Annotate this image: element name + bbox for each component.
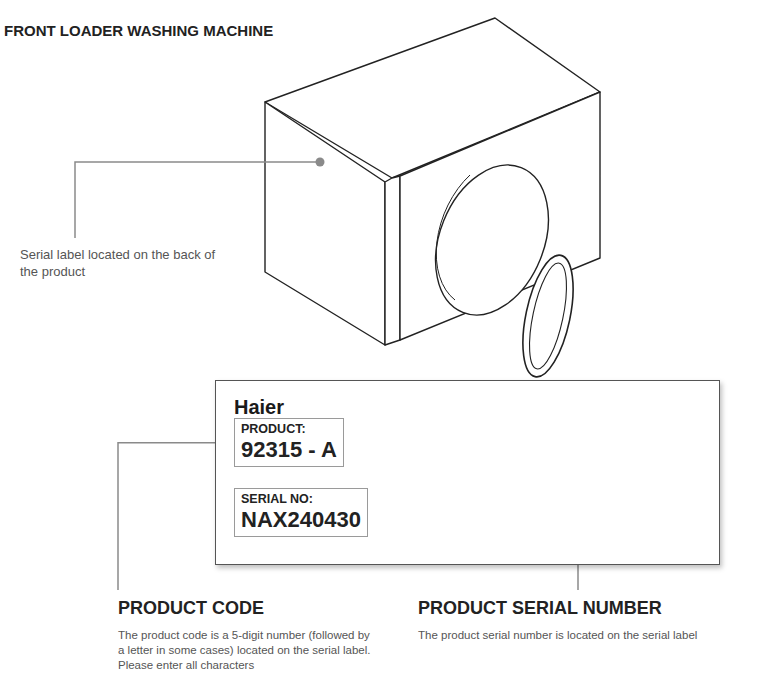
door-inner	[436, 175, 470, 300]
front-edge	[385, 176, 400, 345]
brand: Haier	[234, 395, 701, 419]
note: Serial label located on the back of the …	[20, 247, 225, 281]
machine-side	[265, 102, 385, 345]
leader-line	[75, 162, 320, 238]
description: The product serial number is located on …	[418, 628, 697, 643]
field-value: 92315 - A	[241, 437, 337, 463]
field-name: PRODUCT:	[241, 422, 337, 437]
door	[514, 251, 583, 381]
heading: PRODUCT CODE	[118, 597, 264, 620]
title: FRONT LOADER WASHING MACHINE	[4, 22, 273, 39]
heading: PRODUCT SERIAL NUMBER	[418, 597, 662, 620]
product-box: PRODUCT:92315 - A	[234, 418, 344, 467]
field-name: SERIAL NO:	[241, 492, 361, 507]
serial-label: HaierPRODUCT:92315 - ASERIAL NO:NAX24043…	[215, 380, 720, 565]
leader-dot	[316, 158, 325, 167]
field-value: NAX240430	[241, 507, 361, 533]
door-glass	[522, 260, 574, 372]
serial-box: SERIAL NO:NAX240430	[234, 488, 368, 537]
description: The product code is a 5-digit number (fo…	[118, 628, 373, 673]
